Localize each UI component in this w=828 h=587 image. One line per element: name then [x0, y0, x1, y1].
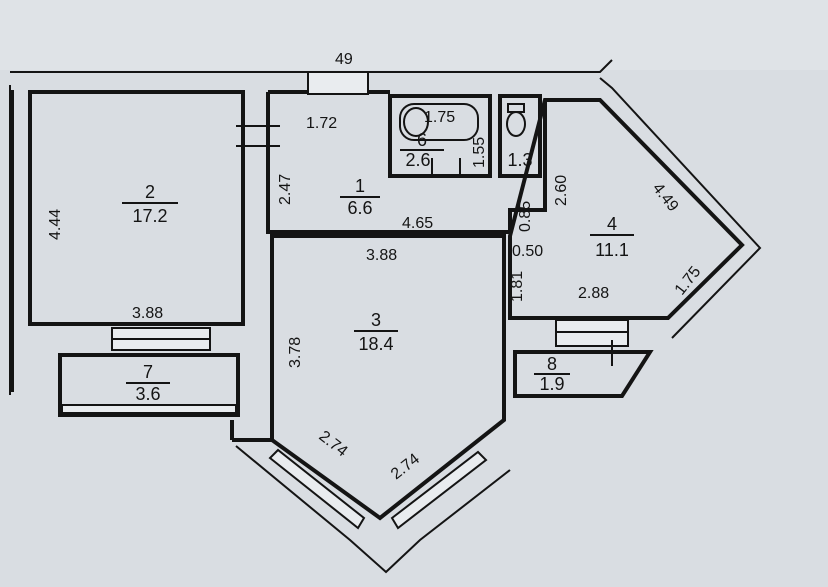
bay-right-window [390, 450, 488, 530]
dim-hall-width: 1.72 [306, 115, 337, 132]
room-8-number: 8 [547, 354, 557, 374]
room-2-area: 17.2 [132, 206, 167, 226]
paper-top-band [0, 0, 828, 70]
dim-room4-width: 2.88 [578, 285, 609, 302]
tub-drain-icon [403, 107, 429, 137]
room-4-area: 11.1 [595, 240, 629, 260]
room-7-walls [58, 353, 240, 417]
dim-room3-width: 3.88 [366, 247, 397, 264]
room-3-number: 3 [371, 310, 381, 330]
dim-room2-height: 4.44 [47, 209, 64, 240]
room-1-number: 1 [355, 176, 365, 196]
room-6-number: 6 [417, 130, 427, 150]
dim-wc-depth: 2.60 [553, 175, 570, 206]
balcony-7-window [61, 404, 237, 414]
room-6-area: 2.6 [405, 150, 430, 170]
entry-door-opening [307, 71, 369, 95]
bathtub-icon [399, 103, 479, 141]
dim-hall-length: 4.65 [402, 215, 433, 232]
room-7-number: 7 [143, 362, 153, 382]
room-1-area: 6.6 [347, 198, 372, 218]
room-2-walls [28, 90, 245, 326]
room-1-walls [266, 92, 547, 234]
dim-room3-height: 3.78 [287, 337, 304, 368]
room-3-walls [270, 234, 506, 521]
toilet-tank-icon [507, 103, 525, 113]
room-4-outer-line [599, 77, 762, 339]
dim-room2-width: 3.88 [132, 305, 163, 322]
dim-bath-width: 1.75 [424, 109, 455, 126]
room-6-walls [388, 94, 492, 178]
room-8-area: 1.9 [539, 374, 564, 394]
dim-corridor-length: 1.81 [509, 271, 526, 302]
room-4-number: 4 [607, 214, 617, 234]
bay-left-window [268, 448, 366, 530]
wc-area: 1.3 [507, 150, 532, 170]
dim-top-wall: 49 [335, 51, 353, 68]
room-8-walls [513, 350, 654, 398]
dim-passage-width: 0.50 [512, 243, 543, 260]
room-7-area: 3.6 [135, 384, 160, 404]
room-2-number: 2 [145, 182, 155, 202]
dim-passage-depth: 0.85 [517, 201, 534, 232]
outer-top-line [10, 59, 613, 73]
room-4-walls [508, 98, 745, 320]
dim-hall-depth: 2.47 [277, 174, 294, 205]
dim-bath-depth: 1.55 [471, 137, 488, 168]
bay-outer-line [235, 445, 511, 574]
wc-walls [498, 94, 542, 178]
room-3-area: 18.4 [358, 334, 393, 354]
